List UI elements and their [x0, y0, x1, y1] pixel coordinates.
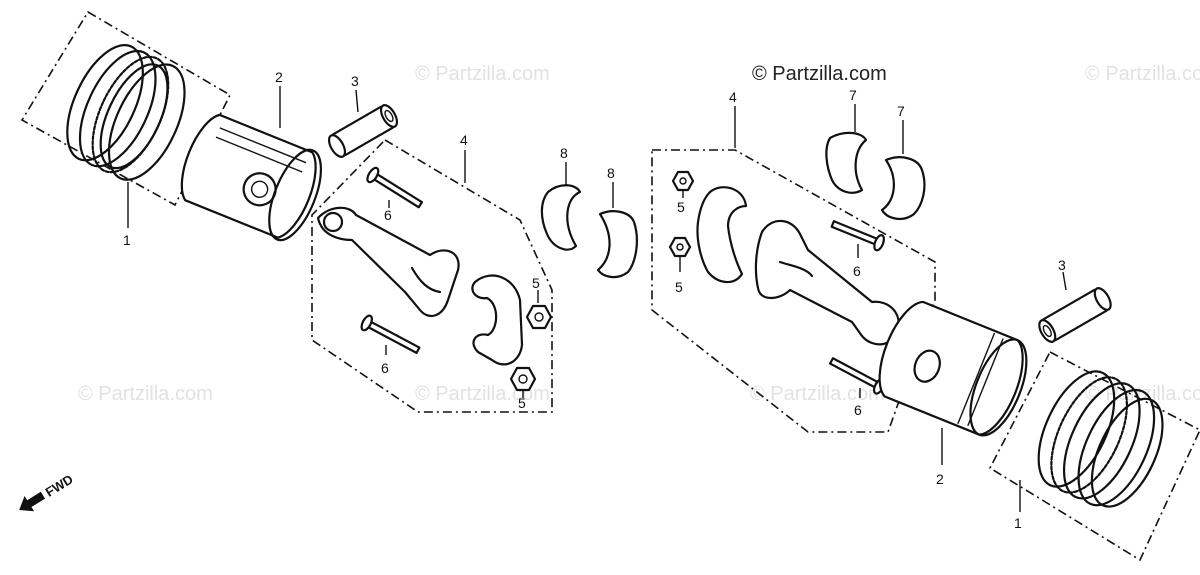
forward-direction-indicator: FWD: [19, 471, 76, 512]
callout-8: 8: [607, 165, 615, 181]
callout-4: 4: [729, 89, 737, 105]
callout-2: 2: [275, 69, 283, 85]
watermark: © Partzilla.com: [415, 63, 550, 85]
callout-5: 5: [677, 199, 685, 215]
callout-3: 3: [1058, 257, 1066, 273]
right-piston-pin[interactable]: 3: [1036, 257, 1114, 344]
watermark: © Partzilla.com: [750, 383, 885, 405]
left-connecting-rod-assembly[interactable]: 4: [311, 132, 553, 413]
left-piston-pin[interactable]: 3: [326, 73, 400, 159]
callout-5: 5: [532, 275, 540, 291]
callout-2: 2: [936, 471, 944, 487]
callout-3: 3: [351, 73, 359, 89]
main-bearing-lower[interactable]: 7: [880, 103, 926, 220]
left-rod-nut-upper[interactable]: 5: [525, 275, 553, 330]
callout-1: 1: [123, 232, 131, 248]
right-connecting-rod-assembly[interactable]: 4: [651, 89, 936, 433]
callout-1: 1: [1014, 515, 1022, 531]
callout-5: 5: [675, 279, 683, 295]
callout-6: 6: [381, 360, 389, 376]
arrow-left-icon: [19, 491, 46, 512]
watermark: © Partzilla.com: [78, 383, 213, 405]
callout-8: 8: [560, 145, 568, 161]
left-piston[interactable]: 2: [171, 69, 331, 247]
watermark: © Partzilla.com: [1085, 383, 1200, 405]
left-rod-bolt-upper[interactable]: 6: [365, 166, 424, 223]
fwd-label: FWD: [43, 471, 76, 499]
main-bearing-upper[interactable]: 7: [825, 87, 868, 194]
right-rod-nut-lower[interactable]: 5: [668, 236, 692, 295]
rod-bearing-upper[interactable]: 8: [540, 145, 582, 251]
left-rod-nut-lower[interactable]: 5: [509, 366, 537, 411]
right-rod-bolt-upper[interactable]: 6: [830, 217, 886, 279]
left-piston-rings[interactable]: 1: [20, 10, 232, 248]
right-piston[interactable]: 2: [868, 295, 1038, 487]
watermarks: © Partzilla.com © Partzilla.com © Partzi…: [78, 63, 1200, 405]
right-piston-rings[interactable]: 1: [988, 350, 1200, 562]
rod-bearing-lower[interactable]: 8: [596, 165, 638, 279]
callout-7: 7: [849, 87, 857, 103]
left-rod-bolt-lower[interactable]: 6: [359, 314, 421, 376]
right-rod-nut-upper[interactable]: 5: [671, 170, 695, 215]
copyright-notice: © Partzilla.com: [752, 63, 887, 85]
watermark: © Partzilla.com: [1085, 63, 1200, 85]
callout-6: 6: [384, 207, 392, 223]
callout-6: 6: [854, 402, 862, 418]
callout-4: 4: [460, 132, 468, 148]
callout-7: 7: [897, 103, 905, 119]
callout-6: 6: [853, 263, 861, 279]
callout-5: 5: [518, 395, 526, 411]
